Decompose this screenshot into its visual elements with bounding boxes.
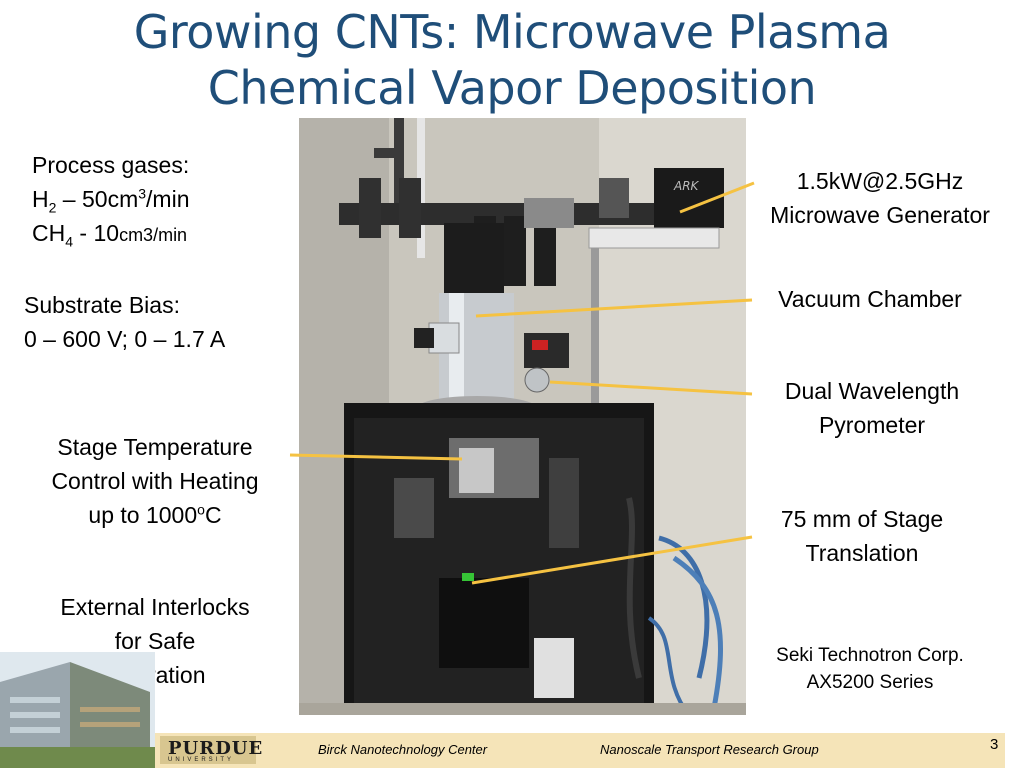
process-gases-heading: Process gases: bbox=[32, 152, 190, 178]
generator-brand: ARK bbox=[673, 179, 700, 193]
substrate-bias-heading: Substrate Bias: bbox=[24, 292, 180, 318]
title-line-1: Growing CNTs: Microwave Plasma bbox=[133, 5, 891, 59]
page-number: 3 bbox=[990, 736, 999, 753]
h2-flow: H2 – 50cm3/min bbox=[32, 185, 190, 216]
substrate-bias-value: 0 – 600 V; 0 – 1.7 A bbox=[24, 326, 226, 352]
footer-group-text: Nanoscale Transport Research Group bbox=[600, 742, 819, 757]
stage-temperature-label: Stage Temperature Control with Heating u… bbox=[51, 434, 259, 528]
substrate-bias-label: Substrate Bias: 0 – 600 V; 0 – 1.7 A bbox=[24, 288, 225, 356]
pyrometer-label: Dual Wavelength Pyrometer bbox=[784, 378, 960, 438]
stage-translation-label: 75 mm of Stage Translation bbox=[780, 506, 944, 566]
footer-bar bbox=[155, 733, 1005, 768]
slide-title: Growing CNTs: Microwave Plasma Chemical … bbox=[0, 4, 1024, 116]
title-line-2: Chemical Vapor Deposition bbox=[207, 61, 817, 115]
manufacturer-label: Seki Technotron Corp. AX5200 Series bbox=[776, 645, 964, 693]
footer-center-text: Birck Nanotechnology Center bbox=[318, 742, 488, 757]
building-photo bbox=[0, 652, 155, 768]
vacuum-chamber-label: Vacuum Chamber bbox=[778, 286, 962, 312]
microwave-generator-label: 1.5kW@2.5GHz Microwave Generator bbox=[770, 168, 990, 228]
equipment-photo: ARK bbox=[299, 118, 746, 715]
ch4-flow: CH4 - 10cm3/min bbox=[32, 220, 188, 250]
purdue-logo: PURDUE UNIVERSITY bbox=[160, 736, 262, 764]
process-gases-label: Process gases: H2 – 50cm3/min CH4 - 10cm… bbox=[32, 148, 190, 250]
